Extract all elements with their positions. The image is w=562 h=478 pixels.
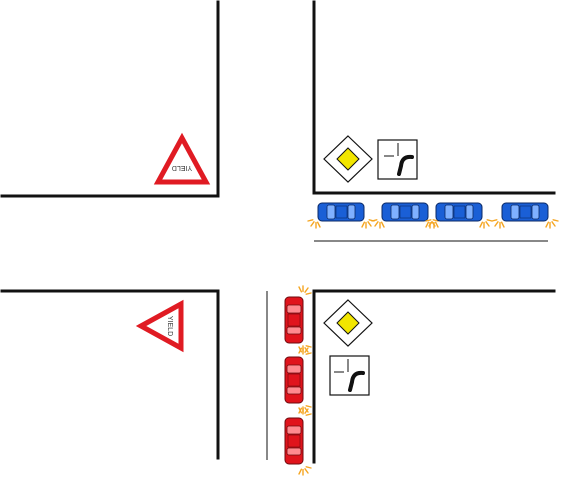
yield-sign-bottom: YIELD	[135, 299, 184, 353]
top-intersection-road-edges	[0, 0, 556, 198]
top-left-corner-edge	[0, 0, 220, 198]
red-car	[284, 285, 312, 355]
priority-road-icon-lower	[323, 299, 373, 347]
priority-turn-icon-lower	[329, 355, 370, 396]
yield-sign-top-label: YIELD	[172, 164, 192, 171]
right-column-cars	[284, 285, 312, 476]
blue-car	[307, 202, 375, 229]
bottom-right-corner-edge	[312, 289, 556, 464]
top-right-corner-edge	[312, 0, 556, 195]
blue-car	[491, 202, 559, 229]
bottom-intersection-road-edges	[0, 289, 556, 464]
red-car	[284, 406, 312, 476]
yield-sign-top: YIELD	[153, 132, 211, 185]
priority-turn-icon	[377, 139, 418, 180]
priority-road-icon	[323, 135, 373, 183]
blue-car	[425, 202, 493, 229]
yield-sign-bottom-label: YIELD	[166, 316, 173, 336]
top-row-cars	[307, 202, 559, 229]
blue-car	[371, 202, 439, 229]
bottom-left-corner-edge	[0, 289, 220, 460]
red-car	[284, 345, 312, 415]
